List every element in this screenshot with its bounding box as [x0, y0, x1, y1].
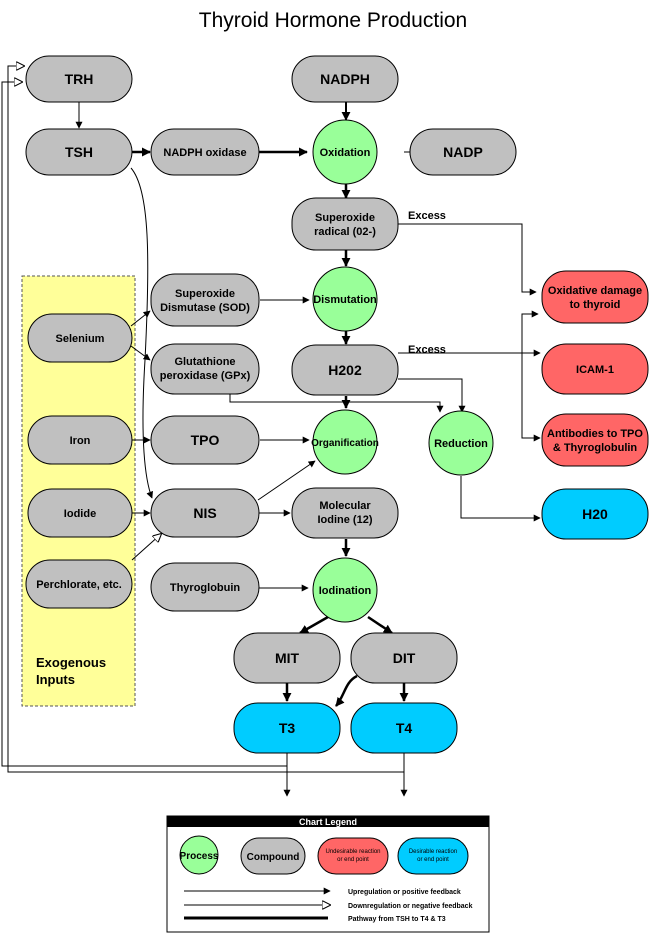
- page-title: Thyroid Hormone Production: [199, 9, 467, 32]
- node-label: peroxidase (GPx): [160, 370, 251, 382]
- process-reduction: Reduction: [428, 410, 494, 476]
- node-label: NADPH oxidase: [163, 147, 246, 159]
- undesirable-antibodies: Antibodies to TPO & Thyroglobulin: [541, 413, 649, 467]
- node-label: Iodine (12): [317, 514, 372, 526]
- legend-upregulation-label: Upregulation or positive feedback: [348, 889, 461, 896]
- node-label: TPO: [191, 432, 220, 448]
- legend-undesirable-label: Undesirable reaction: [325, 849, 380, 855]
- compound-sod: Superoxide Dismutase (SOD): [150, 273, 260, 327]
- node-label: T3: [279, 720, 296, 736]
- node-label: Antibodies to TPO: [547, 428, 643, 440]
- node-label: Dismutase (SOD): [160, 302, 250, 314]
- chart-legend: Chart Legend Process Compound Undesirabl…: [166, 815, 490, 933]
- process-iodination: Iodination: [312, 557, 378, 623]
- legend-downregulation-label: Downregulation or negative feedback: [348, 903, 473, 910]
- legend-undesirable-swatch: [317, 837, 389, 875]
- node-label: Oxidative damage: [548, 285, 642, 297]
- node-label: Iron: [70, 435, 91, 447]
- node-label: MIT: [275, 650, 300, 666]
- compound-superoxide-radical: Superoxide radical (02-): [291, 197, 399, 251]
- exogenous-label: Exogenous: [36, 655, 106, 670]
- compound-nadp: NADP: [409, 128, 517, 176]
- node-label: NADP: [443, 144, 483, 160]
- legend-process-swatch: [179, 835, 219, 875]
- node-label: NIS: [193, 505, 216, 521]
- compound-h202: H202: [291, 344, 399, 396]
- node-label: T4: [396, 720, 413, 736]
- exogenous-label: Inputs: [36, 672, 75, 687]
- process-oxidation: Oxidation: [312, 119, 378, 185]
- legend-desirable-label: or end point: [417, 857, 449, 863]
- compound-iodide: Iodide: [27, 488, 133, 538]
- compound-gpx: Glutathione peroxidase (GPx): [150, 343, 260, 395]
- excess-label: Excess: [408, 210, 446, 222]
- node-label: Reduction: [434, 438, 488, 450]
- node-label: Selenium: [56, 333, 105, 345]
- node-label: ICAM-1: [576, 364, 614, 376]
- node-label: Iodination: [319, 585, 372, 597]
- compound-tsh: TSH: [25, 128, 133, 176]
- desirable-t4: T4: [350, 702, 458, 754]
- node-label: DIT: [393, 650, 416, 666]
- compound-perchlorate: Perchlorate, etc.: [25, 559, 133, 609]
- legend-undesirable-label: or end point: [337, 857, 369, 863]
- node-label: Molecular: [319, 500, 371, 512]
- node-label: Perchlorate, etc.: [36, 579, 122, 591]
- node-label: TRH: [65, 71, 94, 87]
- legend-desirable-swatch: [397, 837, 469, 875]
- node-label: Superoxide: [315, 212, 375, 224]
- edges: [1, 66, 541, 797]
- desirable-t3: T3: [233, 702, 341, 754]
- legend-title: Chart Legend: [299, 817, 357, 827]
- compound-nis: NIS: [150, 488, 260, 538]
- legend-compound-swatch: [240, 837, 306, 875]
- node-label: Superoxide: [175, 288, 235, 300]
- node-label: TSH: [65, 144, 93, 160]
- undesirable-icam-1: ICAM-1: [541, 343, 649, 395]
- node-label: to thyroid: [570, 299, 621, 311]
- node-label: H20: [582, 506, 608, 522]
- node-label: NADPH: [320, 71, 370, 87]
- node-label: Iodide: [64, 508, 96, 520]
- node-label: Glutathione: [174, 356, 235, 368]
- legend-process-label: Process: [180, 851, 219, 862]
- compound-mit: MIT: [233, 632, 341, 684]
- node-label: Dismutation: [313, 294, 377, 306]
- node-label: Thyroglobuin: [170, 582, 241, 594]
- compound-nadph: NADPH: [291, 55, 399, 103]
- compound-selenium: Selenium: [27, 313, 133, 363]
- process-dismutation: Dismutation: [312, 266, 378, 332]
- feedback-loop-line: [1, 82, 287, 767]
- legend-pathway-label: Pathway from TSH to T4 & T3: [348, 916, 446, 923]
- desirable-h20: H20: [541, 488, 649, 540]
- node-label: radical (02-): [314, 226, 376, 238]
- node-label: & Thyroglobulin: [553, 442, 638, 454]
- compound-tpo: TPO: [150, 415, 260, 465]
- compound-trh: TRH: [25, 55, 133, 103]
- compound-nadph-oxidase: NADPH oxidase: [150, 128, 260, 176]
- compound-iron: Iron: [27, 415, 133, 465]
- node-label: Organification: [311, 438, 379, 449]
- node-label: H202: [328, 362, 362, 378]
- legend-desirable-label: Desirable reaction: [409, 849, 457, 855]
- compound-molecular-iodine: Molecular Iodine (12): [291, 487, 399, 539]
- undesirable-oxidative-damage: Oxidative damage to thyroid: [541, 270, 649, 324]
- excess-label: Excess: [408, 344, 446, 356]
- legend-compound-label: Compound: [247, 852, 300, 863]
- node-label: Oxidation: [320, 147, 371, 159]
- process-organification: Organification: [311, 409, 379, 475]
- compound-dit: DIT: [350, 632, 458, 684]
- compound-thyroglobuin: Thyroglobuin: [150, 562, 260, 612]
